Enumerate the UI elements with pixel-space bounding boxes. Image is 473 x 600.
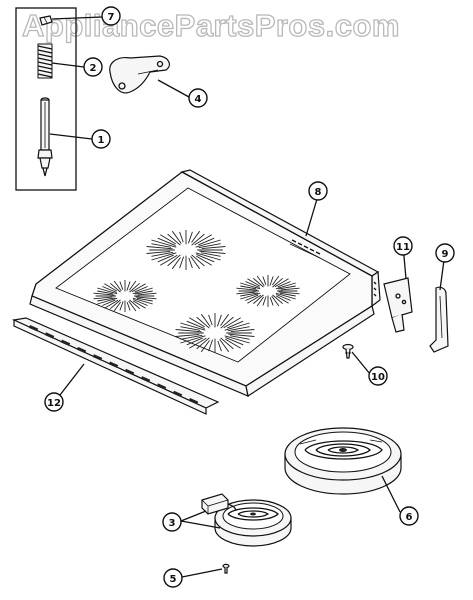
callout-10: 10 bbox=[368, 366, 388, 386]
callout-6: 6 bbox=[399, 506, 419, 526]
callout-1: 1 bbox=[91, 129, 111, 149]
trim-slot bbox=[44, 332, 55, 339]
part-5-screw bbox=[222, 563, 230, 574]
callout-9: 9 bbox=[435, 243, 455, 263]
trim-slot bbox=[172, 390, 183, 398]
callout-label: 11 bbox=[396, 242, 410, 253]
trim-slot bbox=[188, 398, 199, 405]
callout-label: 3 bbox=[169, 518, 176, 529]
part-8-cooktop bbox=[29, 169, 381, 397]
callout-label: 10 bbox=[371, 372, 385, 383]
part-2-spring bbox=[37, 43, 53, 79]
callout-label: 2 bbox=[90, 63, 97, 74]
trim-slot bbox=[60, 339, 71, 347]
inset-box bbox=[15, 7, 77, 191]
part-10-screw bbox=[342, 343, 354, 359]
callout-7: 7 bbox=[101, 6, 121, 26]
callout-label: 4 bbox=[195, 94, 202, 105]
part-11-side-bracket bbox=[383, 277, 413, 333]
callout-label: 5 bbox=[170, 574, 177, 585]
callout-2: 2 bbox=[83, 57, 103, 77]
trim-slot bbox=[124, 368, 135, 376]
part-9-side-trim bbox=[429, 286, 449, 353]
part-3-small-burner bbox=[201, 493, 292, 547]
part-7-clip bbox=[39, 15, 53, 26]
callout-3: 3 bbox=[162, 512, 182, 532]
trim-slot bbox=[28, 325, 39, 332]
part-1-shaft bbox=[37, 97, 53, 177]
callout-label: 9 bbox=[442, 249, 449, 260]
leader-lines bbox=[49, 16, 445, 578]
callout-11: 11 bbox=[393, 236, 413, 256]
part-6-large-burner bbox=[284, 427, 402, 495]
callout-label: 7 bbox=[108, 12, 115, 23]
callout-label: 8 bbox=[315, 187, 322, 198]
trim-slot bbox=[108, 361, 119, 368]
callout-5: 5 bbox=[163, 568, 183, 588]
trim-slot bbox=[140, 376, 151, 383]
burner-rays bbox=[175, 313, 255, 353]
burner-rays bbox=[236, 275, 300, 307]
burner-rays bbox=[146, 230, 226, 270]
trim-slot bbox=[156, 383, 167, 390]
watermark-text: AppliancePartsPros.com bbox=[22, 8, 400, 43]
callout-label: 12 bbox=[47, 398, 61, 409]
callout-label: 1 bbox=[98, 135, 105, 146]
cooktop-burner-patterns bbox=[93, 230, 300, 353]
trim-slot bbox=[92, 354, 103, 361]
callout-4: 4 bbox=[188, 88, 208, 108]
burner-rays bbox=[93, 280, 157, 312]
trim-slot bbox=[76, 346, 87, 354]
callout-12: 12 bbox=[44, 392, 64, 412]
callout-8: 8 bbox=[308, 181, 328, 201]
part-12-front-trim bbox=[11, 317, 220, 415]
callout-label: 6 bbox=[406, 512, 413, 523]
part-4-bracket bbox=[109, 55, 170, 94]
